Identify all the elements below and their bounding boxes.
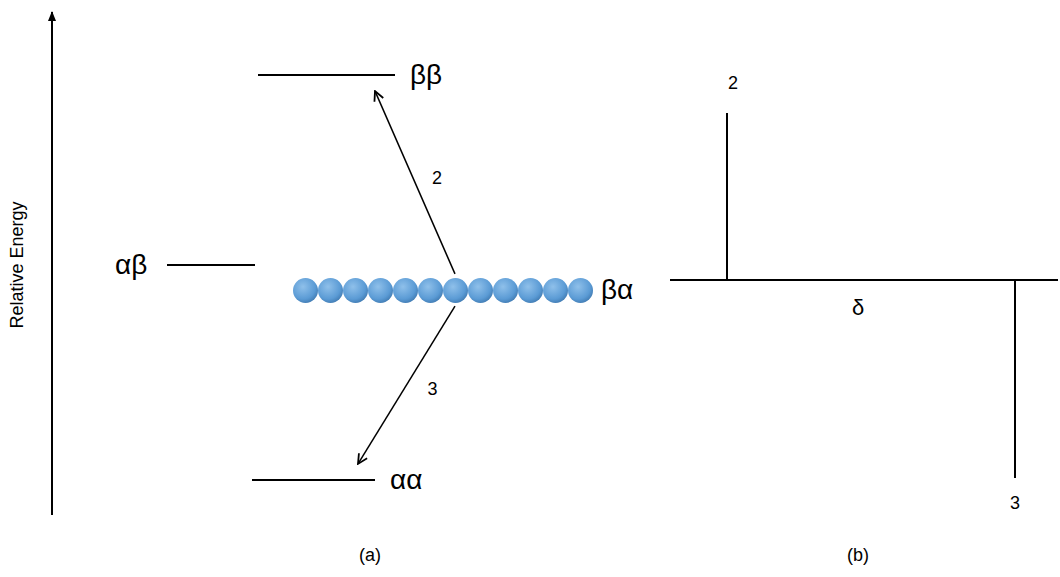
transition-label: 2 [430,167,444,188]
spectrum-peak [1014,280,1016,478]
level-line [167,264,255,266]
spin-population [293,277,593,304]
level-line [252,479,375,481]
transition-arrow [375,91,455,274]
spin-dot [443,278,468,303]
spin-dot [368,278,393,303]
energy-axis [51,12,53,515]
energy-level: βα [293,274,633,306]
spin-dot [318,278,343,303]
panel-label: (a) [359,545,381,566]
energy-level: ββ [258,59,442,91]
state-label: βα [601,274,633,306]
transition-label: 3 [425,379,439,400]
spin-dot [493,278,518,303]
spin-dot [293,278,318,303]
axis-title: Relative Energy [7,201,28,328]
transition-arrow [358,306,455,464]
spin-dot [568,278,593,303]
level-line [258,74,395,76]
spectrum-peak [726,113,728,280]
spectrum-baseline [670,279,1058,281]
spin-dot [468,278,493,303]
shift-symbol: δ [852,295,864,320]
spin-dot [343,278,368,303]
state-label: αα [390,464,422,496]
state-label: ββ [410,59,442,91]
peak-label: 3 [1010,493,1020,514]
energy-level: αβ [115,249,255,281]
peak-label: 2 [728,73,738,94]
spin-dot [393,278,418,303]
spin-dot [543,278,568,303]
energy-level: αα [252,464,422,496]
state-label: αβ [115,249,147,281]
spin-dot [418,278,443,303]
spin-dot [518,278,543,303]
panel-label: (b) [847,545,869,566]
